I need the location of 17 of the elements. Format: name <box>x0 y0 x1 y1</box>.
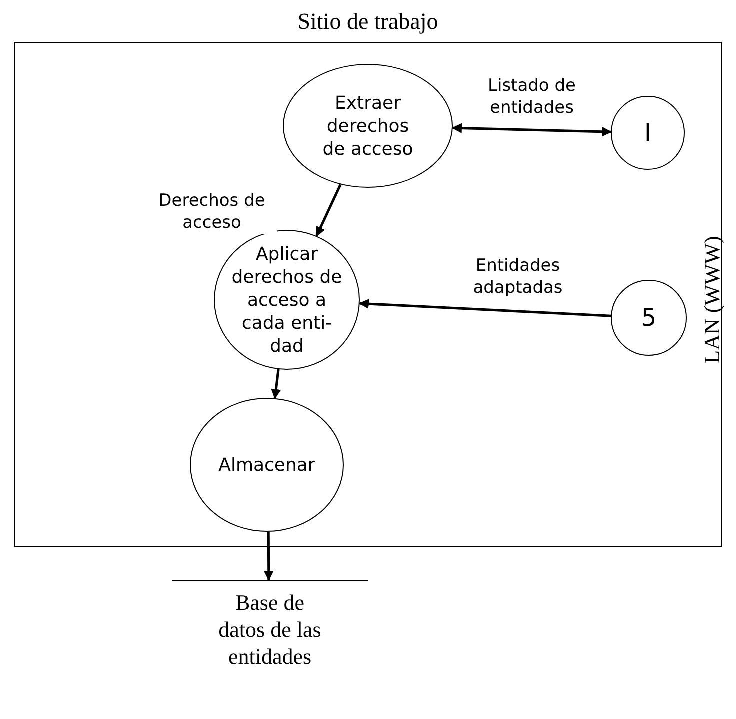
node-text: Aplicar derechos de acceso a cada enti-dad <box>230 242 344 358</box>
process-ellipse <box>190 398 344 532</box>
node-text: 5 <box>641 303 657 334</box>
node-text: Extraer derechos de acceso <box>322 92 414 160</box>
frame-title: Sitio de trabajo <box>296 8 440 36</box>
arrow <box>358 299 612 318</box>
arrow <box>316 184 342 237</box>
arrow <box>264 532 274 581</box>
arrow <box>271 369 282 400</box>
node-text: Almacenar <box>218 454 316 478</box>
process-ellipse <box>611 96 685 170</box>
process-ellipse <box>283 64 453 188</box>
node-text: Base de datos de las entidades <box>218 589 322 670</box>
arrow <box>452 123 612 137</box>
node-text: I <box>644 118 652 149</box>
network-label: LAN (WWW) <box>698 236 726 364</box>
process-ellipse <box>611 280 687 356</box>
